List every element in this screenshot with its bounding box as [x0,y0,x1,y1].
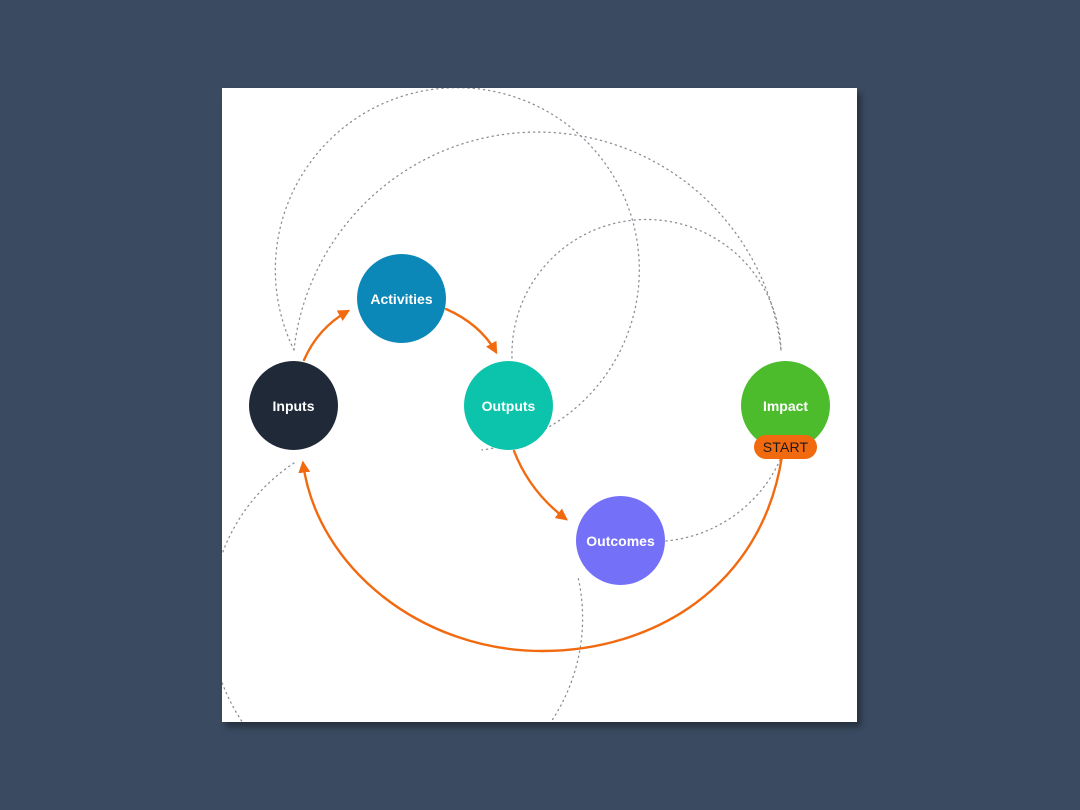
arrow-impact-to-inputs [298,454,784,653]
dotted-ring-inputs-outcomes [222,462,584,722]
dotted-ring-inputs-impact [293,131,782,351]
node-outcomes-label: Outcomes [586,532,655,549]
node-outputs-label: Outputs [481,397,536,414]
dotted-ring-inputs-outputs [274,88,640,451]
node-inputs[interactable]: Inputs [249,361,338,450]
node-outputs[interactable]: Outputs [464,361,553,450]
arrow-inputs-to-activities [302,309,351,362]
dotted-ring-outcomes-impact [665,457,782,542]
node-outcomes[interactable]: Outcomes [576,496,665,585]
arrow-activities-to-outputs [444,307,498,355]
start-badge: START [754,435,817,459]
cycle-diagram [222,88,784,722]
node-inputs-label: Inputs [272,397,315,414]
node-activities[interactable]: Activities [357,254,446,343]
node-impact-label: Impact [762,397,809,414]
dotted-ring-outputs-impact [511,218,782,359]
diagram-card: Inputs Activities Outputs Outcomes Impac… [222,88,857,722]
node-activities-label: Activities [370,290,433,307]
arrow-outputs-to-outcomes [512,449,568,521]
